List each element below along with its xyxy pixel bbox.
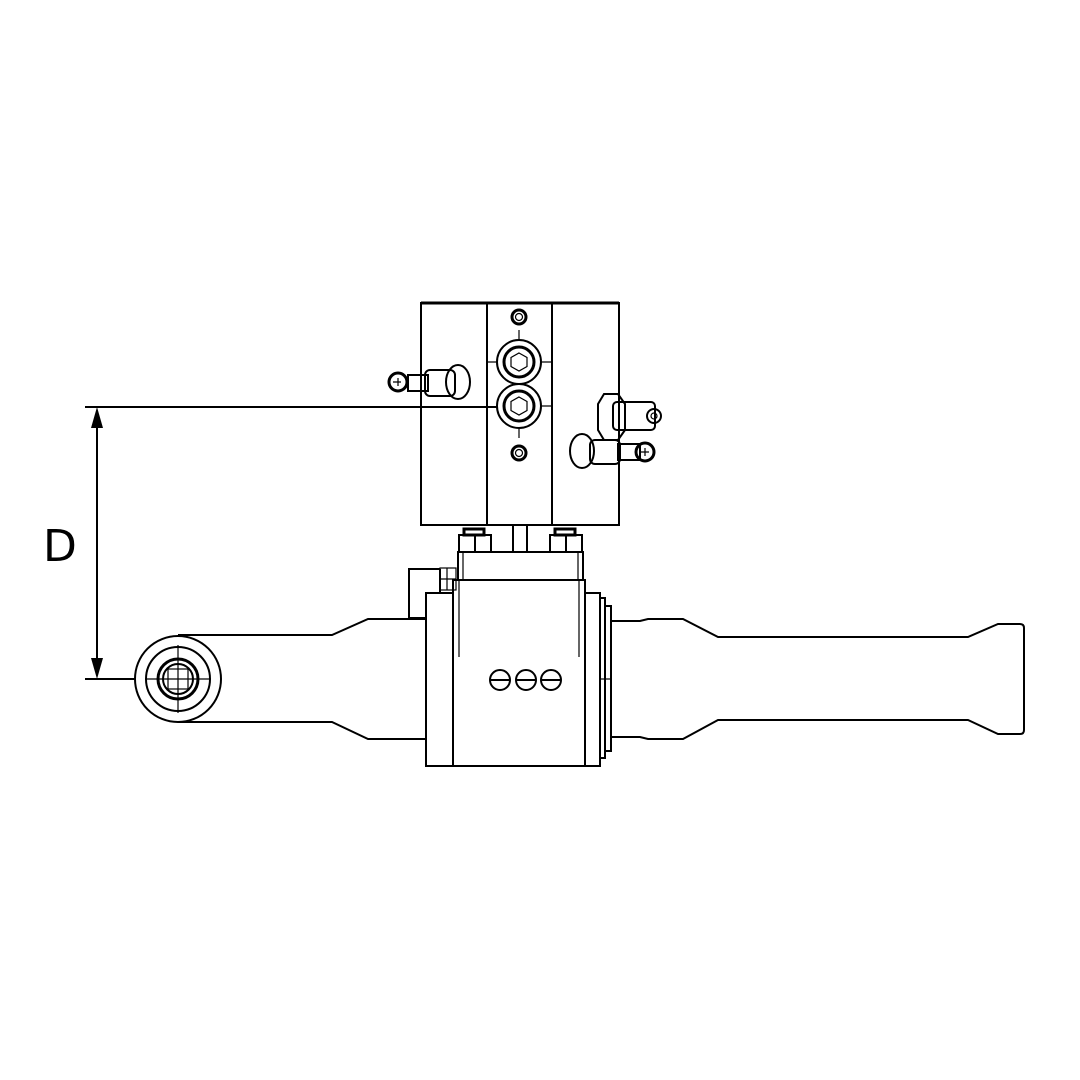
valve-body	[425, 579, 612, 767]
dimension-d	[85, 406, 497, 680]
right-handle-arm	[611, 618, 1025, 740]
mounting-plate	[457, 524, 584, 581]
dimension-label: D	[43, 521, 77, 572]
left-handle-arm	[134, 618, 426, 740]
right-air-fittings	[569, 393, 662, 469]
left-air-fitting	[387, 364, 471, 400]
indicator-holes	[489, 669, 562, 691]
actuator	[420, 301, 620, 526]
